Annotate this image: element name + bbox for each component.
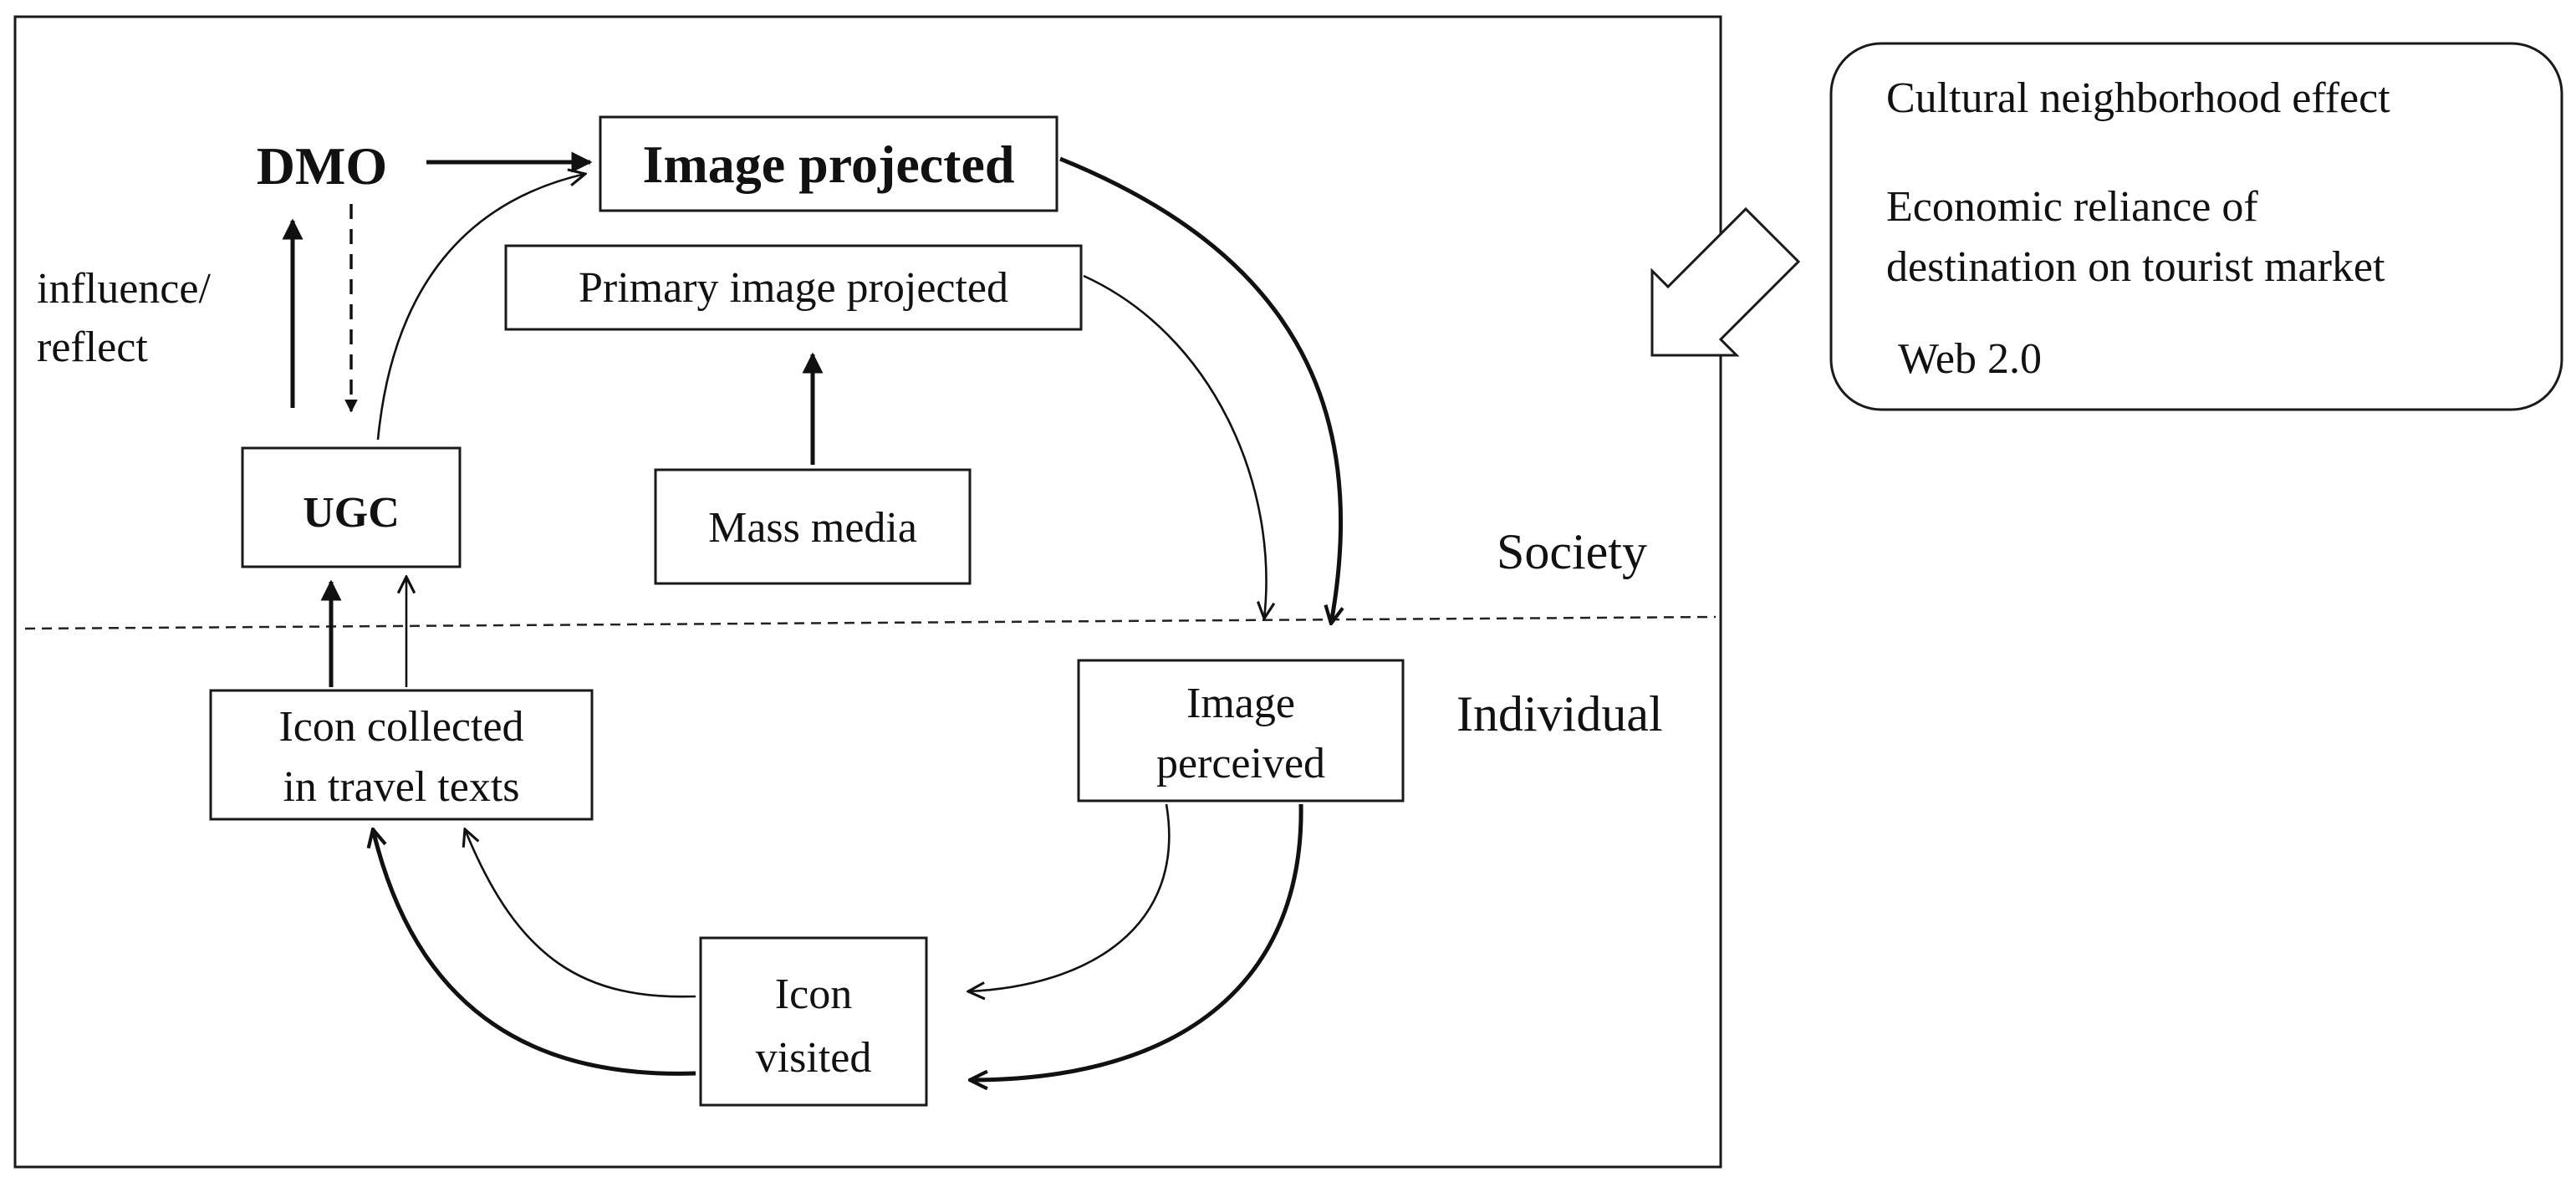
visited-to-collected-arrow-thin [465,829,696,998]
influence-label: influence/ [37,265,211,313]
primary-image-projected-box [504,244,1083,331]
icon-collected-box [209,689,594,821]
mass-media-box [654,468,972,585]
icon-collected-label-line2: in travel texts [283,763,519,811]
visited-to-collected-arrow-thick [373,829,696,1076]
factor-cultural-label: Cultural neighborhood effect [1886,74,2390,122]
icon-visited-label-line2: visited [756,1034,872,1082]
primary-image-projected-label: Primary image projected [579,264,1008,312]
perceived-to-visited-arrow-thin [968,803,1171,991]
image-perceived-label-line2: perceived [1156,740,1325,787]
factors-box [1829,42,2563,411]
factor-economic-label-line2: destination on tourist market [1886,243,2385,291]
primary-to-perceived-arrow [1083,274,1266,619]
icon-visited-label-line1: Icon [775,971,852,1018]
image-projected-label: Image projected [643,135,1015,194]
main-frame [13,15,1722,1169]
icon-collected-label-line1: Icon collected [278,703,523,751]
society-individual-divider [24,615,1716,630]
icon-visited-box [699,936,928,1107]
society-label: Society [1497,524,1647,579]
ugc-box [241,446,462,568]
image-projected-to-perceived-arrow [1059,156,1341,624]
ugc-to-image-projected-arrow [376,174,585,441]
factor-economic-label-line1: Economic reliance of [1886,183,2258,231]
hollow-arrow-icon [1650,206,1801,357]
factor-web-label: Web 2.0 [1898,335,2042,383]
image-perceived-box [1077,659,1405,802]
ugc-label: UGC [303,489,400,537]
mass-media-label: Mass media [708,504,917,552]
individual-label: Individual [1456,686,1663,741]
reflect-label: reflect [37,324,148,371]
image-projected-box [599,115,1058,212]
image-perceived-label-line1: Image [1186,680,1295,727]
perceived-to-visited-arrow-thick [970,803,1303,1080]
dmo-label: DMO [257,136,387,196]
